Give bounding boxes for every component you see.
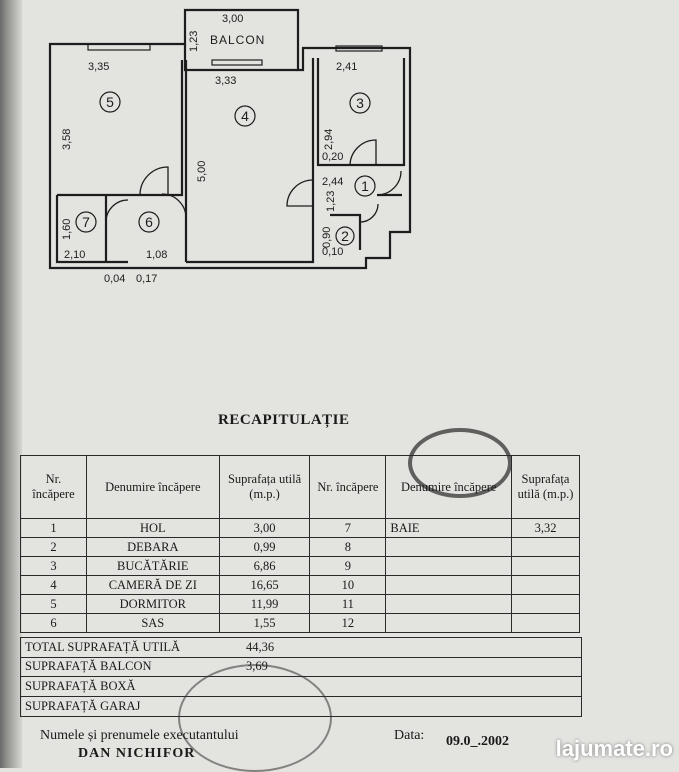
door-room2 <box>359 203 379 223</box>
dim-room4-width: 3,33 <box>215 75 236 87</box>
room-number: 3 <box>356 95 364 111</box>
room-number: 5 <box>106 94 114 110</box>
dim-hall-height: 1,23 <box>325 191 337 212</box>
room-number: 4 <box>241 108 249 124</box>
stamp-bottom <box>178 664 332 772</box>
dim-bath-w: 2,10 <box>64 249 85 261</box>
window-room3 <box>335 45 383 52</box>
dim-gap-017: 0,17 <box>136 273 157 285</box>
wall-room3 <box>316 58 406 167</box>
dim-room5-height: 3,58 <box>61 129 73 150</box>
window-room4 <box>211 59 263 66</box>
door-entry <box>376 170 402 196</box>
dim-debara-h: 0,10 <box>322 246 343 258</box>
dim-room5-width: 3,35 <box>88 61 109 73</box>
floor-plan: 1 2 3 4 5 6 7 3,00 BALCON 1,23 3,35 3,33… <box>48 8 412 285</box>
dim-room3-height: 2,94 <box>323 129 335 150</box>
room-number: 2 <box>341 228 349 244</box>
door-room7 <box>105 199 129 223</box>
total-value: 44,36 <box>246 640 275 654</box>
wall-room4-right <box>186 58 315 264</box>
header-nr: Nr. încăpere <box>20 455 87 519</box>
boxa-area-label: SUPRAFAȚĂ BOXĂ <box>25 679 136 693</box>
table-row: 6 SAS 1,55 12 <box>20 613 580 633</box>
window-room5 <box>87 43 151 51</box>
dim-bath-h: 1,60 <box>61 219 73 240</box>
dim-hall-width: 2,44 <box>322 176 343 188</box>
door-room6 <box>161 193 187 219</box>
door-room4 <box>286 179 314 207</box>
room-number: 6 <box>145 214 153 230</box>
wall-room5 <box>57 60 184 197</box>
dim-sas-w: 1,08 <box>146 249 167 261</box>
paper-shadow-edge <box>0 0 22 768</box>
dim-debara-w: 0,90 <box>321 227 333 248</box>
balcony-rail <box>183 44 298 72</box>
recap-table: Nr. încăpere Denumire încăpere Suprafața… <box>20 455 580 633</box>
header-suprafata: Suprafața utilă (m.p.) <box>218 455 311 519</box>
header-nr-2: Nr. încăpere <box>309 455 387 519</box>
room-number: 1 <box>361 178 369 194</box>
executant-label: Numele și prenumele executantului <box>40 728 239 743</box>
table-row: 2 DEBARA 0,99 8 <box>20 537 580 557</box>
dim-balcony-depth: 1,23 <box>188 31 200 52</box>
date-value: 09.0_.2002 <box>446 734 509 749</box>
garaj-area-label: SUPRAFAȚĂ GARAJ <box>25 699 141 713</box>
outer-wall <box>48 8 412 270</box>
table-row: 1 HOL 3,00 7 BAIE 3,32 <box>20 518 580 538</box>
dim-balcony-width: 3,00 <box>222 13 243 25</box>
header-denumire-2: Denumire încăpere <box>385 455 513 519</box>
recap-title: RECAPITULAȚIE <box>218 412 350 428</box>
wall-room2 <box>330 213 362 250</box>
executant-name: DAN NICHIFOR <box>78 746 196 761</box>
door-room5 <box>139 166 169 196</box>
dim-wall-020: 0,20 <box>322 151 343 163</box>
balcony-label: BALCON <box>210 33 265 47</box>
header-suprafata-2: Suprafața utilă (m.p.) <box>511 455 580 519</box>
balcony-area-label: SUPRAFAȚĂ BALCON <box>25 659 152 673</box>
door-room3 <box>349 139 377 166</box>
dim-room4-height: 5,00 <box>196 161 208 182</box>
watermark-logo: lajumate.ro <box>555 736 673 761</box>
table-header-row: Nr. încăpere Denumire încăpere Suprafața… <box>20 455 580 519</box>
dim-room3-width: 2,41 <box>336 61 357 73</box>
table-row: 5 DORMITOR 11,99 11 <box>20 594 580 614</box>
header-denumire: Denumire încăpere <box>85 455 220 519</box>
total-row: TOTAL SUPRAFAȚĂ UTILĂ 44,36 <box>20 637 582 658</box>
total-label: TOTAL SUPRAFAȚĂ UTILĂ <box>25 640 181 654</box>
date-label: Data: <box>394 728 425 743</box>
room-number: 7 <box>82 214 90 230</box>
wall-room7 <box>55 195 128 264</box>
table-row: 4 CAMERĂ DE ZI 16,65 10 <box>20 575 580 595</box>
dim-gap-004: 0,04 <box>104 273 125 285</box>
table-row: 3 BUCĂTĂRIE 6,86 9 <box>20 556 580 576</box>
